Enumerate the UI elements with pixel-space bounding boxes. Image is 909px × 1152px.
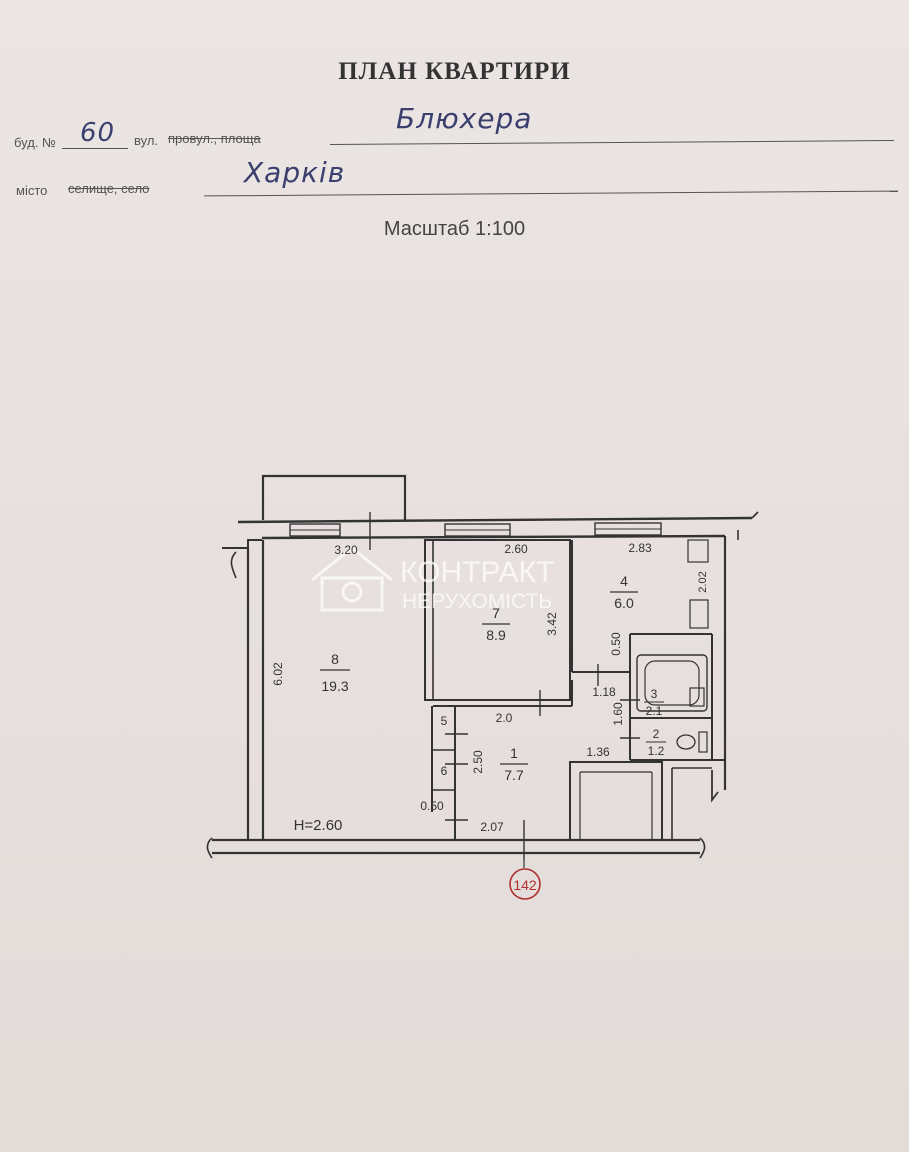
dim-3-20: 3.20 [334, 543, 358, 557]
city-value: Харків [244, 156, 346, 189]
dim-2-83: 2.83 [628, 541, 652, 555]
stamp-number: 142 [513, 877, 537, 893]
city-struck-options: селище, село [68, 181, 150, 196]
house-number: 60 [80, 118, 116, 148]
scale-label: Масштаб 1:100 [383, 218, 526, 240]
room-1-number: 1 [510, 745, 518, 761]
room-3-area: 2.1 [646, 704, 663, 718]
ceiling-height: H=2.60 [294, 817, 343, 834]
room-3-number: 3 [651, 687, 658, 701]
room-7-number: 7 [492, 605, 500, 621]
watermark: КОНТРАКТ НЕРУХОМІСТЬ [311, 546, 554, 613]
room-8-number: 8 [331, 651, 339, 667]
dim-0-50-b: 0.50 [420, 799, 444, 813]
dim-2-02: 2.02 [697, 571, 709, 592]
room-7-area: 8.9 [486, 627, 506, 643]
street-struck-options: провул., площа [168, 131, 261, 146]
house-label: буд. № [14, 135, 56, 150]
room-1-area: 7.7 [504, 767, 524, 783]
room-4-area: 6.0 [614, 595, 634, 611]
dim-2-07: 2.07 [480, 820, 504, 834]
dim-1-60: 1.60 [611, 702, 625, 726]
stamp-circle: 142 [509, 868, 541, 900]
dim-1-18: 1.18 [592, 685, 616, 699]
street-label: вул. [134, 133, 159, 148]
room-4-number: 4 [620, 573, 628, 589]
dim-2-0: 2.0 [496, 711, 513, 725]
dim-0-50-a: 0.50 [609, 632, 623, 656]
room-8-area: 19.3 [321, 678, 348, 694]
page-title: ПЛАН КВАРТИРИ [338, 58, 571, 85]
room-6-number: 6 [441, 764, 448, 778]
room-2-area: 1.2 [648, 744, 665, 758]
street-value: Блюхера [396, 102, 533, 135]
city-label: місто [16, 183, 48, 198]
watermark-line1: КОНТРАКТ [400, 556, 554, 589]
watermark-line2: НЕРУХОМІСТЬ [402, 590, 552, 613]
dim-6-02: 6.02 [271, 662, 285, 686]
dim-2-60: 2.60 [504, 542, 528, 556]
house-logo-icon [311, 546, 393, 612]
dim-1-36: 1.36 [586, 745, 610, 759]
house-number-line [62, 148, 128, 149]
dim-3-42: 3.42 [545, 612, 559, 636]
room-5-number: 5 [441, 714, 448, 728]
balcony-outline [261, 474, 407, 520]
room-2-number: 2 [653, 727, 660, 741]
dim-2-50: 2.50 [471, 750, 485, 774]
